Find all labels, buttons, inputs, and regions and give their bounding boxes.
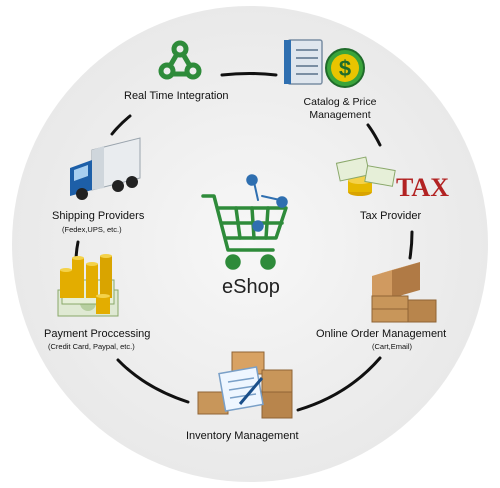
truck-icon [70,137,141,200]
tax-icon-text: TAX [396,173,449,202]
node-label-order: Online Order Management [316,328,447,340]
arc-order-inventory [296,356,382,412]
arc-catalog-tax [366,123,382,147]
node-label-payment: Payment Proccessing [44,328,151,340]
node-label-shipping: Shipping Providers [52,210,145,222]
tax-icon: TAX [335,156,449,202]
node-sub-shipping: (Fedex,UPS, etc.) [62,225,122,234]
node-label-catalog: Catalog & Price Management [303,96,377,121]
cart-icon [201,174,288,270]
coins-icon [57,254,119,317]
inventory-boxes-icon [197,351,293,419]
center-label: eShop [222,276,280,298]
node-sub-order: (Cart,Email) [372,342,413,351]
boxes-icon [371,262,437,323]
node-label-inventory: Inventory Management [186,430,299,442]
svg-text:$: $ [339,56,351,81]
background-disc [12,6,488,482]
node-sub-payment: (Credit Card, Paypal, etc.) [48,342,135,351]
node-label-tax: Tax Provider [360,210,422,222]
arc-realtime-catalog [220,72,278,77]
node-label-real-time: Real Time Integration [124,90,229,102]
network-icon [158,40,202,80]
arc-inventory-payment [116,358,190,404]
arc-shipping-realtime [110,114,132,136]
arc-tax-order [408,230,414,260]
catalog-dollar-icon: $ [284,39,365,88]
